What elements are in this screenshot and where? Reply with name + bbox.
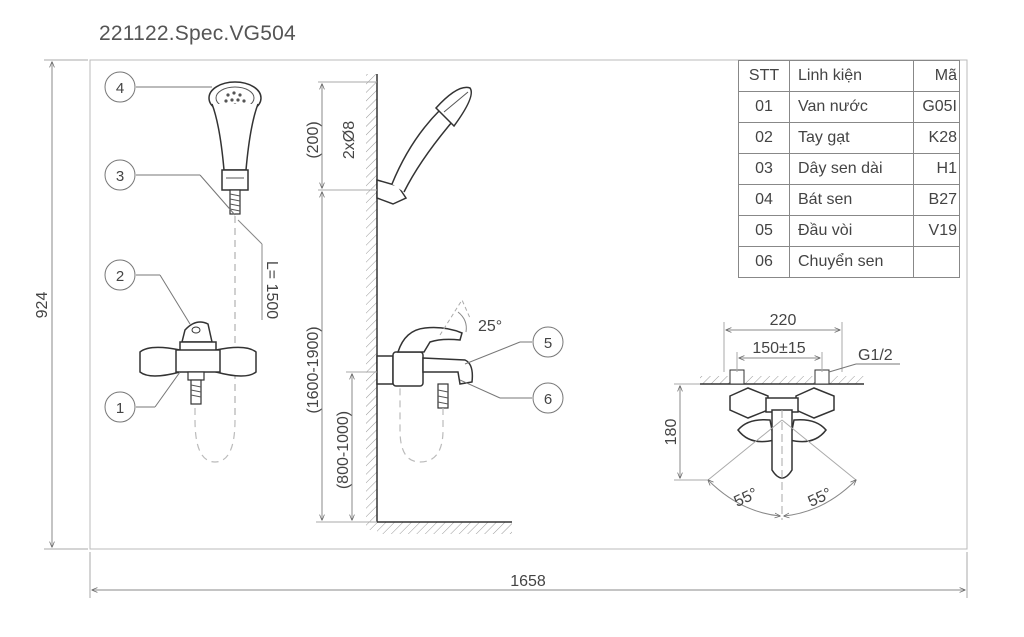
callout-4: 4 [104,71,136,103]
row-code [913,246,960,278]
mount-width-label: 220 [770,312,797,329]
mixer-height-dimension: (800-1000) [335,371,377,520]
row-code: V19 [913,215,960,247]
row-code: G05I [913,91,960,123]
callout-5-label: 5 [544,335,552,352]
row-component: Dây sen dài [789,153,914,185]
angle-left-label: 55° [732,485,761,511]
row-component: Bát sen [789,184,914,216]
row-code: B27 [913,184,960,216]
callout-3: 3 [104,159,136,191]
table-row: 05 Đầu vòi V19 [738,215,960,247]
holder-gap-dimension: (200) 2xØ8 [305,81,377,191]
callout-3-label: 3 [116,168,124,185]
holder-height-label: (1600-1900) [305,326,322,413]
wall-side-drawing: 25° [366,74,512,534]
row-code: H1 [913,153,960,185]
callout-2-label: 2 [116,268,124,285]
depth-label: 180 [663,419,680,446]
callout-6: 6 [532,382,564,414]
row-component: Chuyển sen [789,246,914,278]
table-row: 06 Chuyển sen [738,246,960,278]
top-view-drawing: 55° 55° [700,369,864,520]
row-component: Van nước [789,91,914,123]
row-stt: 02 [738,122,790,154]
callout-6-label: 6 [544,391,552,408]
holder-gap-label: (200) [305,121,322,158]
table-row: 02 Tay gạt K28 [738,122,960,154]
callout-2: 2 [104,259,136,291]
mount-center-label: 150±15 [752,340,805,357]
hose-length-label: L= 1500 [263,261,280,319]
callout-1: 1 [104,391,136,423]
callout-4-label: 4 [116,80,124,97]
row-code: K28 [913,122,960,154]
overall-width-label: 1658 [510,573,546,590]
drawing-frame [89,59,968,550]
lever-angle-label: 25° [478,318,502,335]
thread-label: G1/2 [858,347,893,364]
row-component: Đầu vòi [789,215,914,247]
shower-head-drawing [208,81,262,215]
row-stt: 03 [738,153,790,185]
callout-1-label: 1 [116,400,124,417]
parts-table: STT Linh kiện Mã 01 Van nước G05I 02 Tay… [738,60,960,278]
overall-height-label: 924 [34,292,51,319]
table-row: 04 Bát sen B27 [738,184,960,216]
overall-width-dimension: 1658 [89,552,968,598]
top-view-dimensions: 220 150±15 G1/2 180 [663,312,900,481]
header-component: Linh kiện [789,60,914,92]
document-title: 221122.Spec.VG504 [99,22,296,45]
row-stt: 01 [738,91,790,123]
mixer-height-label: (800-1000) [335,411,352,489]
header-code: Mã [913,60,960,92]
row-stt: 06 [738,246,790,278]
angle-right-label: 55° [806,485,835,511]
holder-height-dimension: (1600-1900) [305,192,377,523]
table-row: 03 Dây sen dài H1 [738,153,960,185]
row-stt: 05 [738,215,790,247]
parts-table-header: STT Linh kiện Mã [738,60,960,92]
hose-drawing: L= 1500 [194,216,280,463]
table-row: 01 Van nước G05I [738,91,960,123]
overall-height-dimension: 924 [34,59,88,550]
mixer-front-drawing [139,321,257,405]
header-stt: STT [738,60,790,92]
row-stt: 04 [738,184,790,216]
callout-5: 5 [532,326,564,358]
row-component: Tay gạt [789,122,914,154]
screws-label: 2xØ8 [341,121,358,159]
